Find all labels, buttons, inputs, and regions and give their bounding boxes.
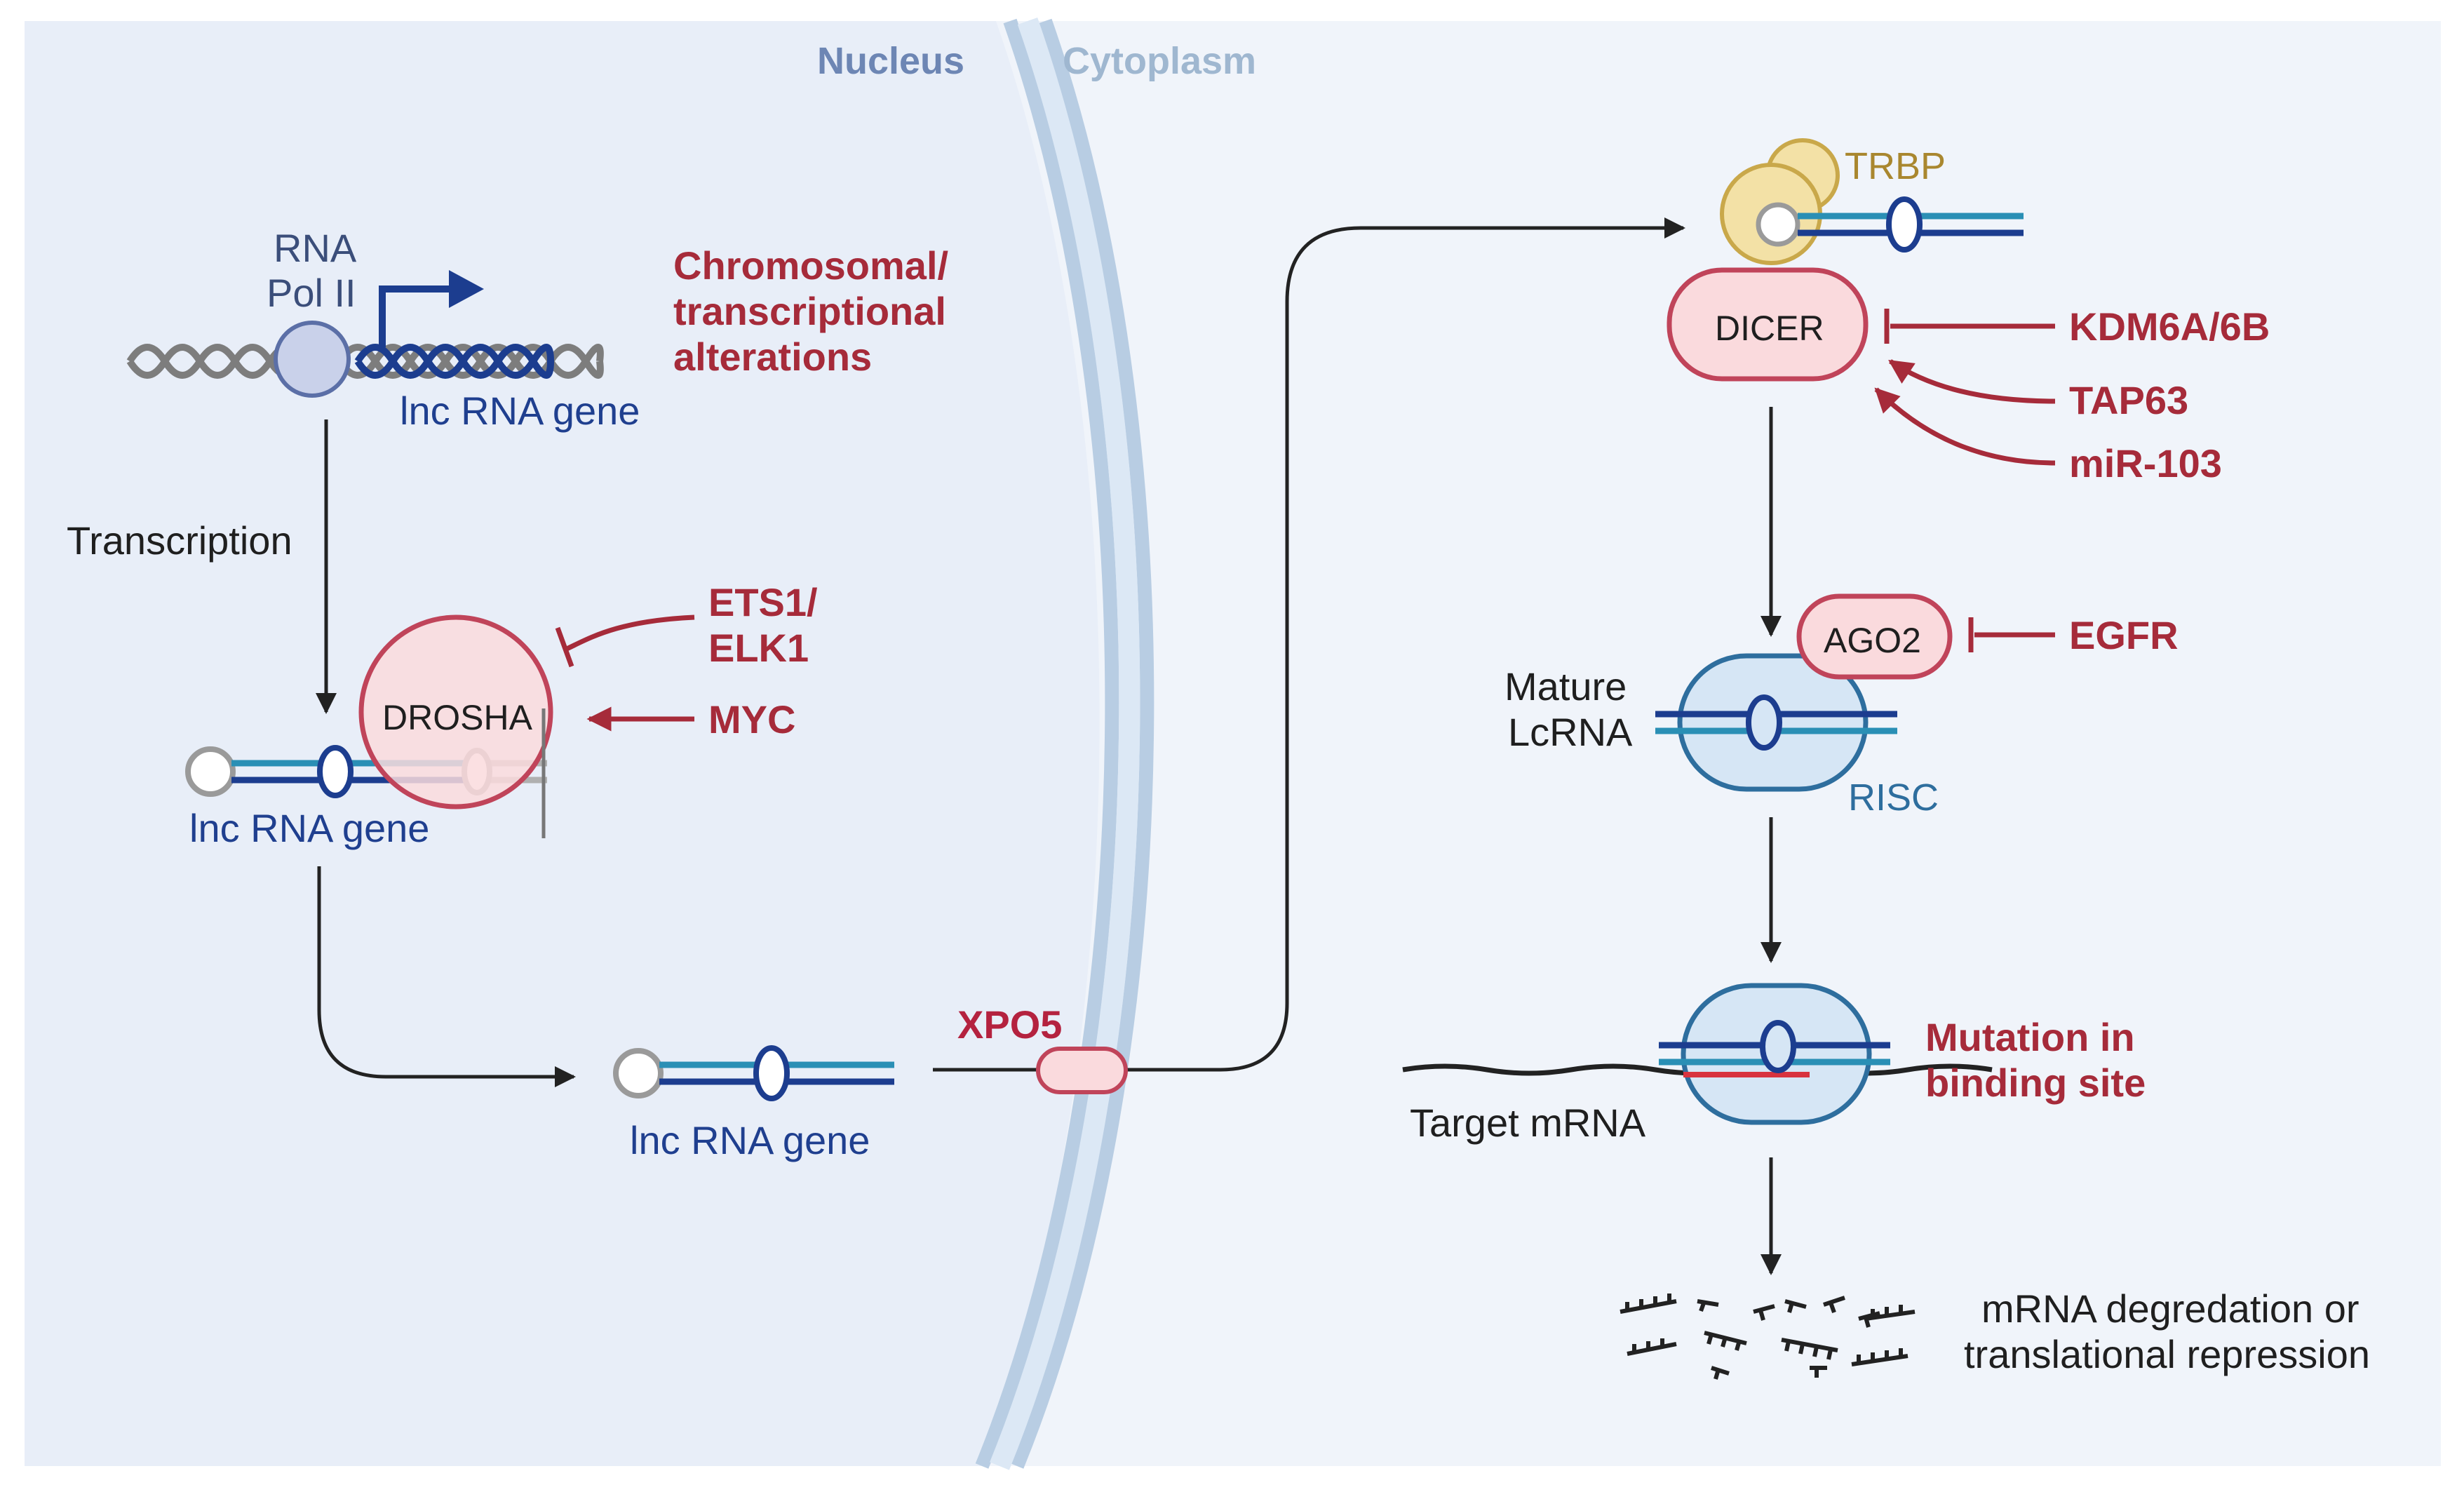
dna-helix-icon — [126, 344, 604, 379]
xpo5-label: XPO5 — [957, 1002, 1062, 1047]
kdm6a-label: KDM6A/6B — [2069, 304, 2270, 349]
dicer-bound-rna-icon — [1756, 196, 2024, 253]
chromosomal-alteration-line3: alterations — [673, 335, 872, 379]
risc-label: RISC — [1848, 777, 1939, 819]
mature-lcrna-icon — [1655, 694, 1897, 751]
ets1-label-line1: ETS1/ — [708, 580, 818, 624]
rna-pol-label-line1: RNA — [274, 226, 357, 270]
ets1-inhibit-bar-icon — [555, 626, 574, 668]
ago2-node — [1796, 593, 1953, 680]
mature-label-line1: Mature — [1504, 664, 1627, 708]
precursor-transcript-icon — [613, 1045, 894, 1101]
dicer-node — [1667, 267, 1869, 382]
outcome-label-line2: translational repression — [1964, 1332, 2370, 1376]
outcome-label-line1: mRNA degredation or — [1981, 1286, 2359, 1331]
mature-label-line2: LcRNA — [1508, 710, 1633, 754]
lnc-rna-precursor-label: lnc RNA gene — [630, 1118, 870, 1162]
lnc-rna-primary-label: lnc RNA gene — [189, 806, 429, 850]
drosha-node — [358, 614, 553, 809]
ets1-label-line2: ELK1 — [708, 626, 809, 670]
tap63-activate-arrow — [1888, 359, 2056, 404]
bound-duplex-icon — [1659, 1020, 1890, 1077]
mir103-label: miR-103 — [2069, 441, 2222, 485]
nucleus-header: Nucleus — [817, 40, 964, 82]
rna-pol-ii-icon — [274, 321, 351, 398]
chromosomal-alteration-line2: transcriptional — [673, 289, 946, 333]
target-mrna-label: Target mRNA — [1410, 1101, 1646, 1145]
ago2-label: AGO2 — [1824, 621, 1921, 660]
mir103-activate-arrow — [1874, 387, 2056, 466]
ets1-inhibit-arrow — [565, 614, 695, 652]
chromosomal-alteration-line1: Chromosomal/ — [673, 243, 948, 288]
trbp-label: TRBP — [1845, 145, 1946, 187]
transcription-start-arrow-icon — [379, 285, 466, 347]
egfr-label: EGFR — [2069, 613, 2179, 657]
cytoplasm-header: Cytoplasm — [1063, 40, 1256, 82]
transcription-start-arrowhead-icon — [449, 270, 484, 308]
mutation-label-line1: Mutation in — [1925, 1015, 2135, 1059]
tap63-label: TAP63 — [2069, 378, 2188, 422]
drosha-label: DROSHA — [382, 698, 533, 737]
dicer-label: DICER — [1715, 309, 1824, 348]
degraded-mrna-fragments-icon — [1620, 1294, 1916, 1380]
nuclear-membrane — [975, 18, 1154, 1470]
cytoplasm-transport-arrow — [1136, 217, 1685, 1072]
xpo5-channel-icon — [1036, 1047, 1128, 1094]
myc-label: MYC — [708, 697, 795, 741]
rna-pol-label-line2: Pol II — [267, 271, 356, 315]
lnc-rna-gene-label: lnc RNA gene — [400, 389, 640, 433]
mutation-label-line2: binding site — [1925, 1061, 2146, 1105]
transcription-label: Transcription — [67, 518, 292, 563]
export-path-arrow — [317, 866, 576, 1087]
